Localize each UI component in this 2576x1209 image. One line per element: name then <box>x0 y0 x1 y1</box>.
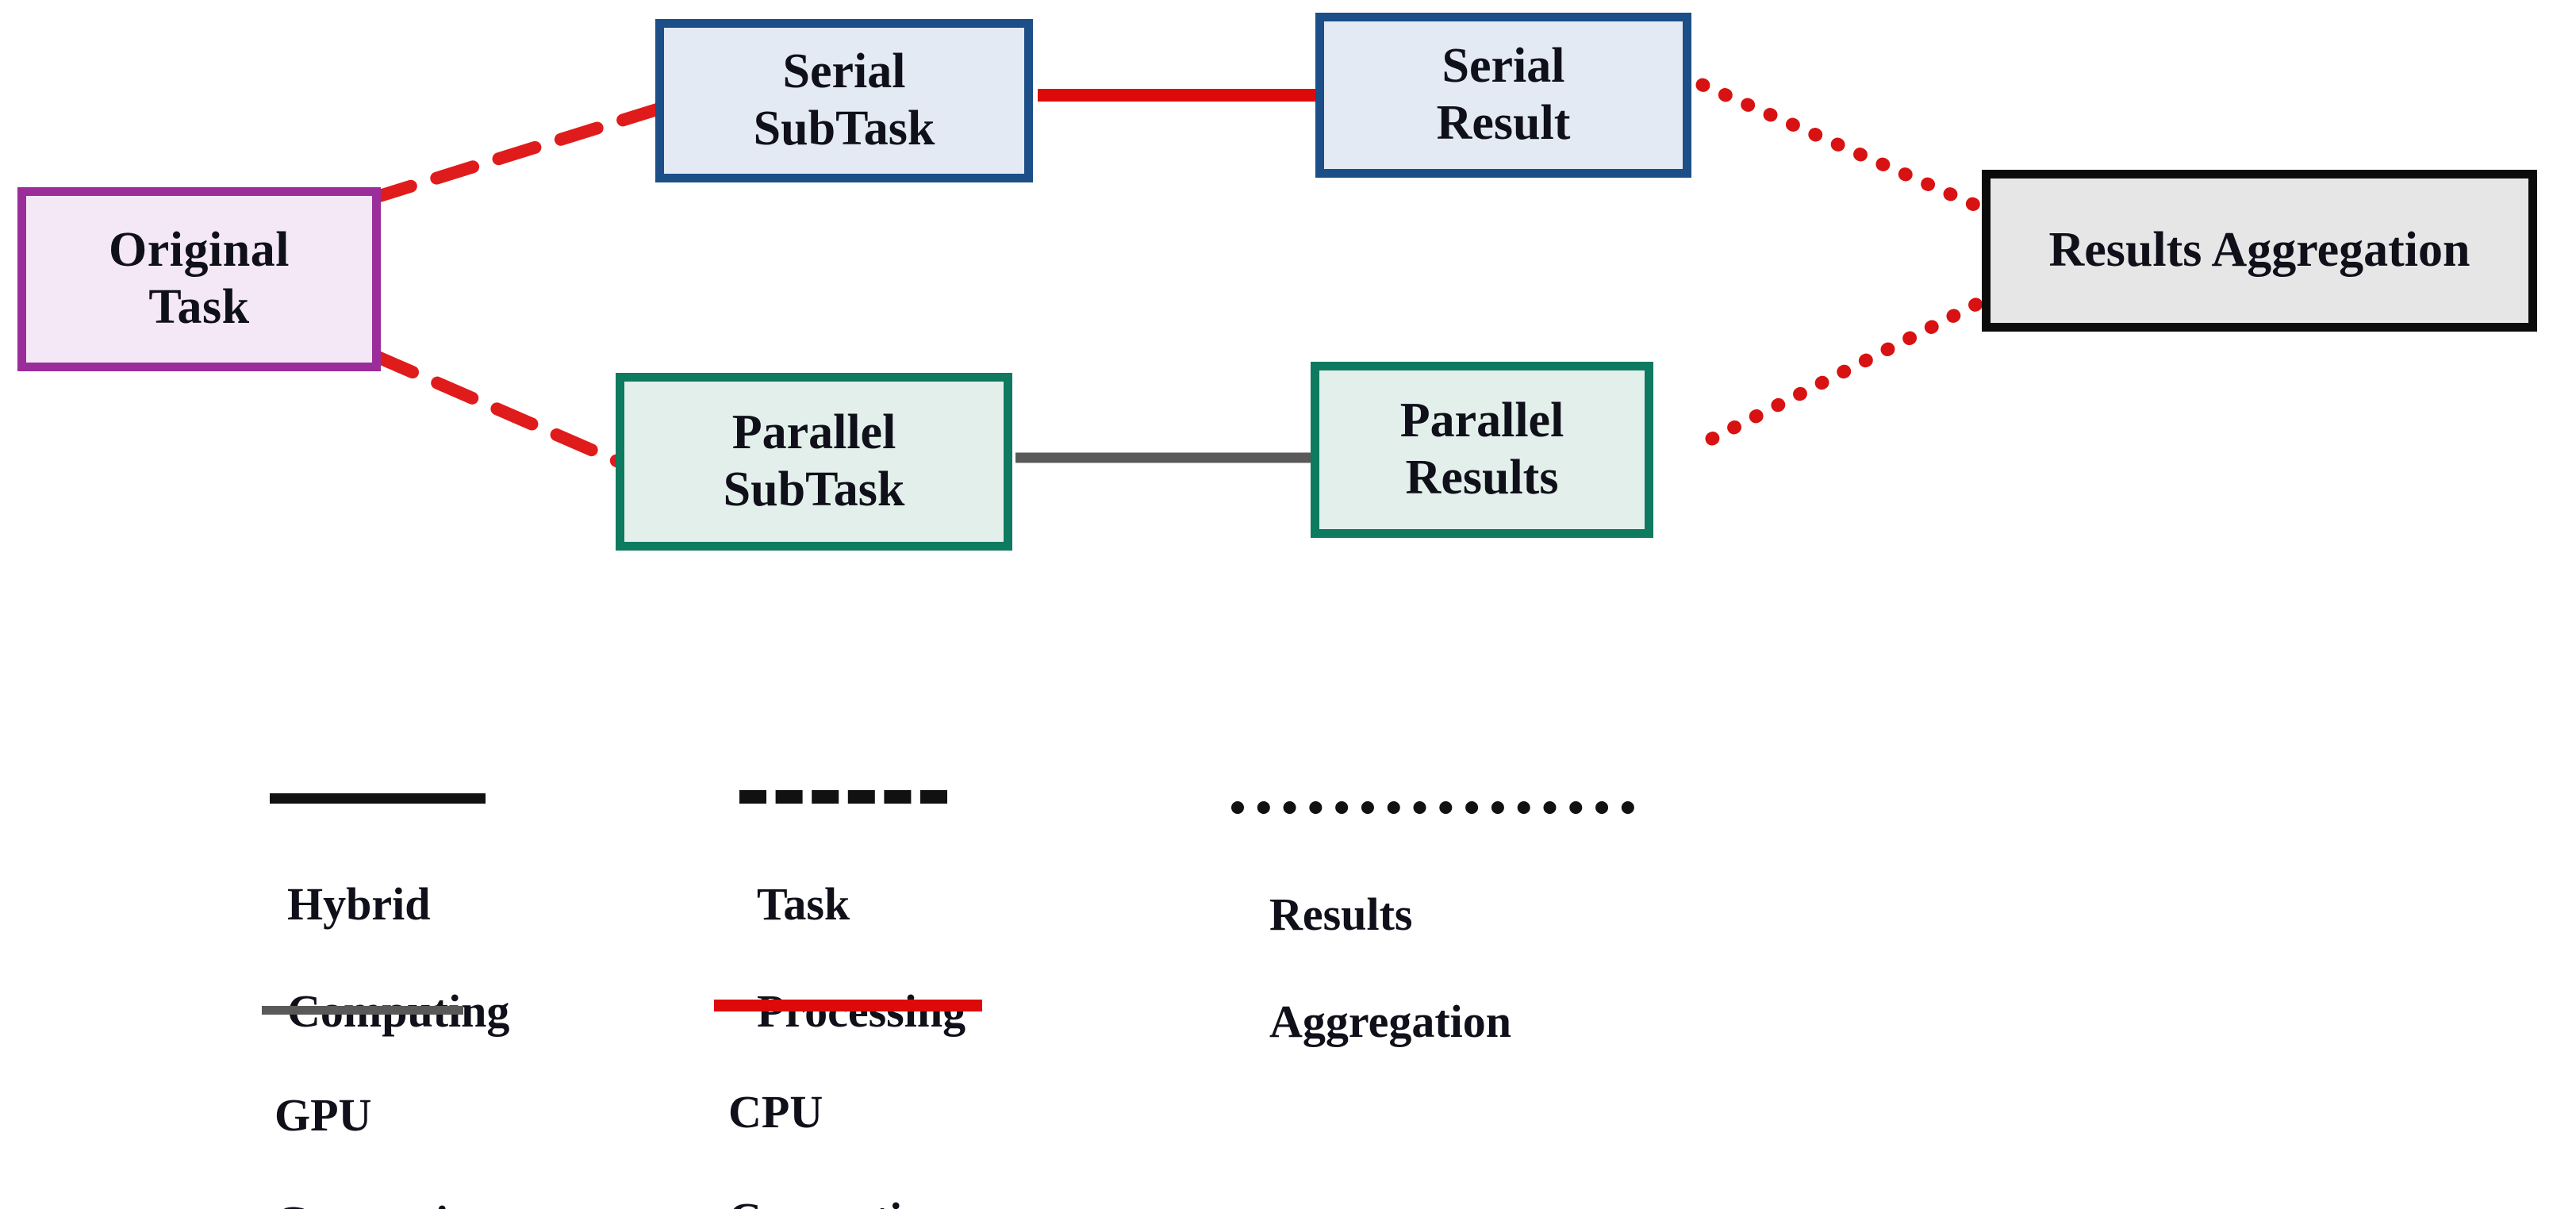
legend-label-cpu-line2: Computing <box>728 1192 982 1209</box>
node-serial-result-line1: Serial <box>1442 39 1565 94</box>
legend-label-hybrid-line1: Hybrid <box>287 878 431 931</box>
legend-swatch-dotted-black-icon <box>1231 801 1634 814</box>
legend-label-results-aggregation: Results Aggregation <box>1269 835 1634 1101</box>
legend-item-results-aggregation[interactable]: Results Aggregation <box>1231 801 1634 1101</box>
node-results-aggregation[interactable]: Results Aggregation <box>1982 170 2537 332</box>
node-serial-subtask[interactable]: Serial SubTask <box>655 19 1033 182</box>
edge-serial-result-to-results-aggregation <box>1695 78 1992 217</box>
edge-parallel-results-to-results-aggregation <box>1705 293 1992 446</box>
legend-swatch-solid-black-icon <box>270 793 486 804</box>
node-original-task[interactable]: Original Task <box>17 187 381 371</box>
node-parallel-subtask-line1: Parallel <box>731 405 896 460</box>
node-parallel-subtask-line2: SubTask <box>723 462 905 516</box>
node-parallel-results[interactable]: Parallel Results <box>1311 362 1653 538</box>
legend-label-cpu-line1: CPU <box>728 1086 823 1138</box>
edge-original-task-to-serial-subtask <box>368 103 663 204</box>
legend-label-task-line1: Task <box>757 878 850 931</box>
legend-item-gpu-computing[interactable]: GPU Computing <box>262 1006 497 1209</box>
node-original-task-line1: Original <box>109 223 290 278</box>
node-parallel-subtask[interactable]: Parallel SubTask <box>616 373 1012 551</box>
node-original-task-line2: Task <box>148 280 250 334</box>
legend-label-results-line2: Aggregation <box>1269 995 1512 1047</box>
node-parallel-results-line2: Results <box>1405 451 1559 505</box>
legend-swatch-solid-gray-icon <box>262 1006 463 1015</box>
node-serial-result-line2: Result <box>1436 96 1571 150</box>
legend-label-gpu-computing: GPU Computing <box>274 1035 497 1209</box>
edge-original-task-to-parallel-subtask <box>371 351 627 469</box>
node-results-aggregation-line1: Results Aggregation <box>2048 223 2470 278</box>
legend-label-gpu-line2: Computing <box>274 1196 497 1209</box>
node-serial-subtask-line2: SubTask <box>753 102 935 155</box>
node-parallel-results-line1: Parallel <box>1399 393 1564 448</box>
legend-label-gpu-line1: GPU <box>274 1089 372 1142</box>
legend-item-cpu-computing[interactable]: CPU Computing <box>714 1000 982 1209</box>
legend-label-cpu-computing: CPU Computing <box>728 1032 982 1209</box>
legend-swatch-solid-red-icon <box>714 1000 982 1011</box>
legend-label-results-line1: Results <box>1269 889 1413 941</box>
node-serial-subtask-line1: Serial <box>782 44 906 99</box>
node-serial-result[interactable]: Serial Result <box>1315 13 1691 178</box>
legend-swatch-dashed-black-icon <box>739 790 947 804</box>
legend: Hybrid Computing Task Processing Results… <box>0 762 2576 1209</box>
